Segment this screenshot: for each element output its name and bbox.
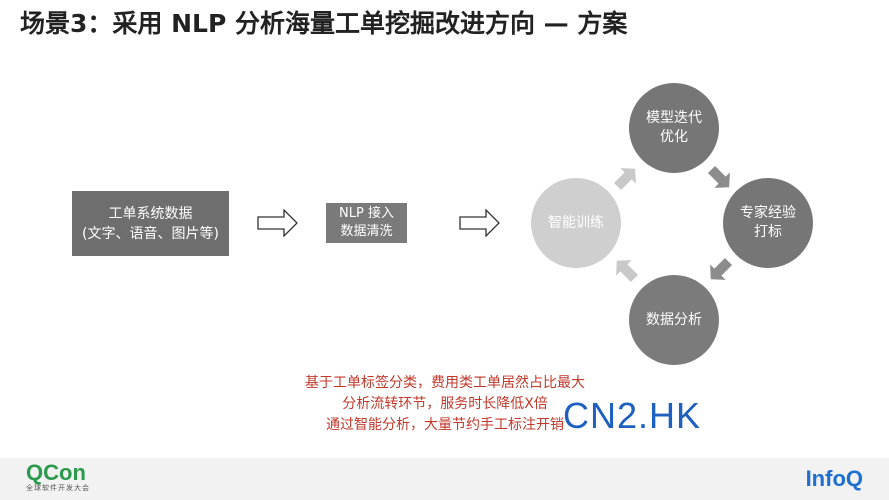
source-data-line2: (文字、语音、图片等) <box>82 225 219 242</box>
findings-note: 基于工单标签分类，费用类工单居然占比最大 分析流转环节，服务时长降低X倍 通过智… <box>240 373 650 436</box>
qcon-logo-text: QCon <box>26 460 86 485</box>
cycle-right-line1: 专家经验 <box>740 205 796 221</box>
cycle-top-line1: 模型迭代 <box>646 110 702 126</box>
cycle-bottom-line1: 数据分析 <box>646 311 702 328</box>
findings-line3: 通过智能分析，大量节约手工标注开销 <box>326 417 564 433</box>
cycle-arrow-icon-bottom-right <box>710 257 733 280</box>
infoq-logo: InfoQ <box>805 466 863 491</box>
slide-title: 场景3：采用 NLP 分析海量工单挖掘改进方向 — 方案 <box>20 9 628 38</box>
qcon-logo-subtitle: 全球软件开发大会 <box>26 484 90 492</box>
footer-bar <box>0 458 889 500</box>
qcon-logo: QCon 全球软件开发大会 <box>26 462 90 493</box>
cycle-right-line2: 打标 <box>754 224 782 240</box>
cycle-node-smart-training: 智能训练 <box>531 178 621 268</box>
findings-line2: 分析流转环节，服务时长降低X倍 <box>342 396 548 412</box>
flow-arrow-icon-2 <box>459 209 500 237</box>
cycle-top-line2: 优化 <box>660 129 688 145</box>
cycle-node-data-analysis: 数据分析 <box>629 275 719 365</box>
cycle-arrow-icon-top-left <box>613 168 636 191</box>
nlp-box-line1: NLP 接入 <box>339 206 394 221</box>
flow-arrow-icon-1 <box>257 209 298 237</box>
watermark-text: CN2.HK <box>563 395 702 436</box>
source-data-box: 工单系统数据 (文字、语音、图片等) <box>72 191 229 256</box>
cycle-arrow-icon-top-right <box>707 165 730 188</box>
findings-line1: 基于工单标签分类，费用类工单居然占比最大 <box>305 375 585 391</box>
cycle-node-expert-labeling: 专家经验 打标 <box>723 178 813 268</box>
cycle-arrow-icon-bottom-left <box>616 260 639 283</box>
nlp-cleaning-box: NLP 接入 数据清洗 <box>326 203 407 243</box>
cycle-left-line1: 智能训练 <box>548 214 604 231</box>
nlp-box-line2: 数据清洗 <box>340 224 393 239</box>
cycle-node-model-iteration: 模型迭代 优化 <box>629 83 719 173</box>
source-data-line1: 工单系统数据 <box>108 205 193 222</box>
